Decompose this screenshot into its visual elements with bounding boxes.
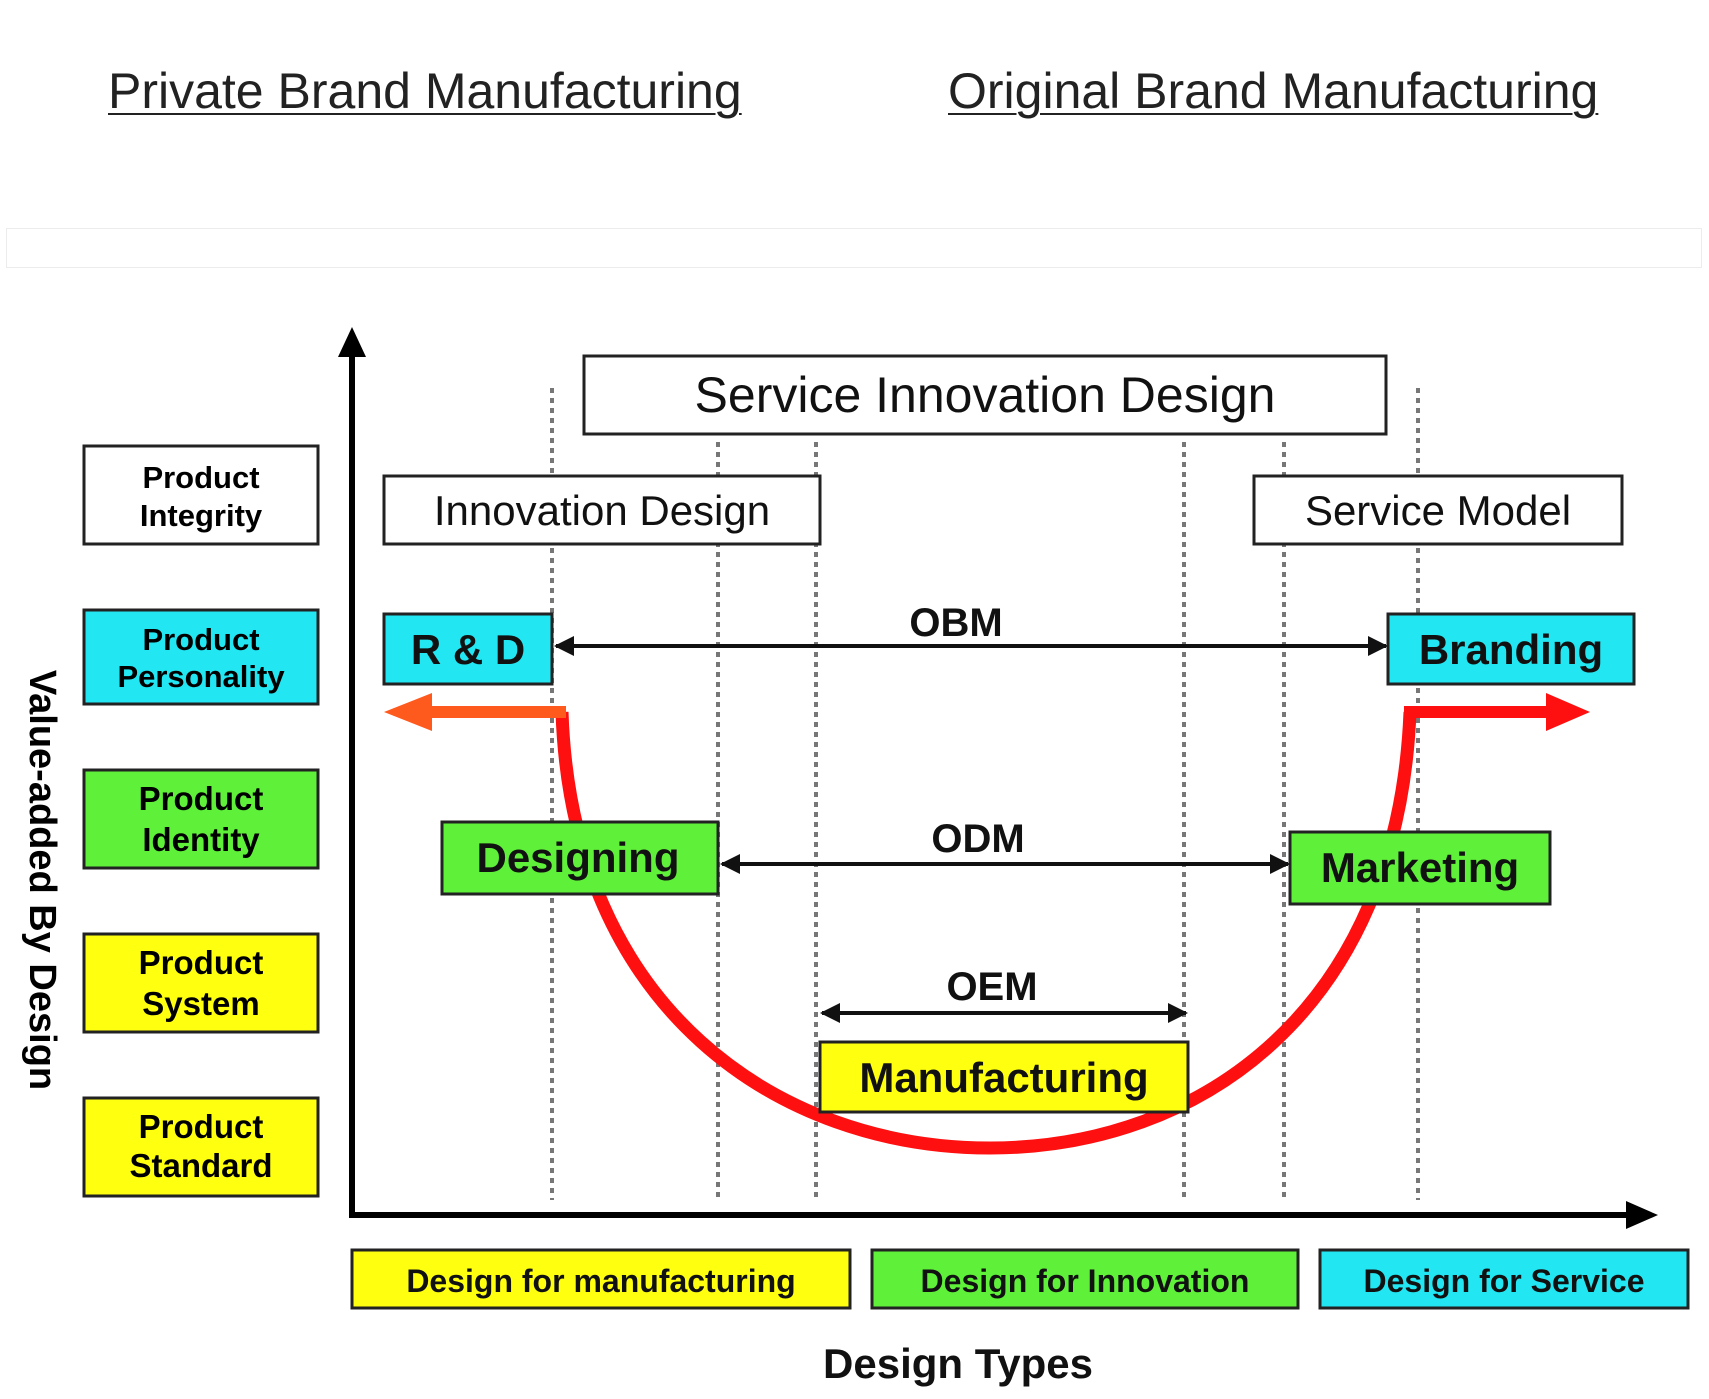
rd-box xyxy=(382,612,554,686)
design-for-service-box xyxy=(1318,1248,1690,1310)
level-box xyxy=(82,1096,320,1198)
original-brand-heading: Original Brand Manufacturing xyxy=(948,63,1599,119)
x-axis-arrowhead xyxy=(1626,1201,1658,1229)
separator-strip xyxy=(6,228,1702,268)
designing-box xyxy=(440,820,720,896)
manufacturing-box xyxy=(818,1040,1190,1114)
innovation-design-label: Innovation Design xyxy=(434,487,770,534)
design-for-manufacturing-label: Design for manufacturing xyxy=(406,1263,795,1299)
innovation-design-box xyxy=(382,474,822,546)
branding-label: Branding xyxy=(1419,626,1603,673)
x-axis-label: Design Types xyxy=(823,1340,1093,1387)
service-innovation-design-label: Service Innovation Design xyxy=(695,367,1276,423)
marketing-box xyxy=(1288,830,1552,906)
branding-box xyxy=(1386,612,1636,686)
marketing-label: Marketing xyxy=(1321,844,1519,891)
right-arrow-head xyxy=(1546,693,1590,731)
level-box xyxy=(82,444,320,546)
service-model-box xyxy=(1252,474,1624,546)
obm-label: OBM xyxy=(909,601,1002,645)
smile-curve xyxy=(555,711,1417,1155)
oem-label: OEM xyxy=(946,965,1037,1009)
manufacturing-label: Manufacturing xyxy=(859,1054,1148,1101)
design-for-service-label: Design for Service xyxy=(1364,1263,1645,1299)
rd-label: R & D xyxy=(411,626,525,673)
service-model-label: Service Model xyxy=(1305,487,1571,534)
level-box xyxy=(82,608,320,706)
designing-label: Designing xyxy=(476,834,679,881)
level-box xyxy=(82,768,320,870)
design-for-innovation-label: Design for Innovation xyxy=(921,1263,1250,1299)
odm-label: ODM xyxy=(931,817,1024,861)
y-axis-arrowhead xyxy=(338,327,366,357)
y-axis-label: Value-added By Design xyxy=(21,670,63,1090)
level-box xyxy=(82,932,320,1034)
service-innovation-design-box xyxy=(582,354,1388,436)
private-brand-heading: Private Brand Manufacturing xyxy=(108,63,742,119)
design-for-innovation-box xyxy=(870,1248,1300,1310)
design-for-manufacturing-box xyxy=(350,1248,852,1310)
left-arrow-head xyxy=(384,693,432,731)
